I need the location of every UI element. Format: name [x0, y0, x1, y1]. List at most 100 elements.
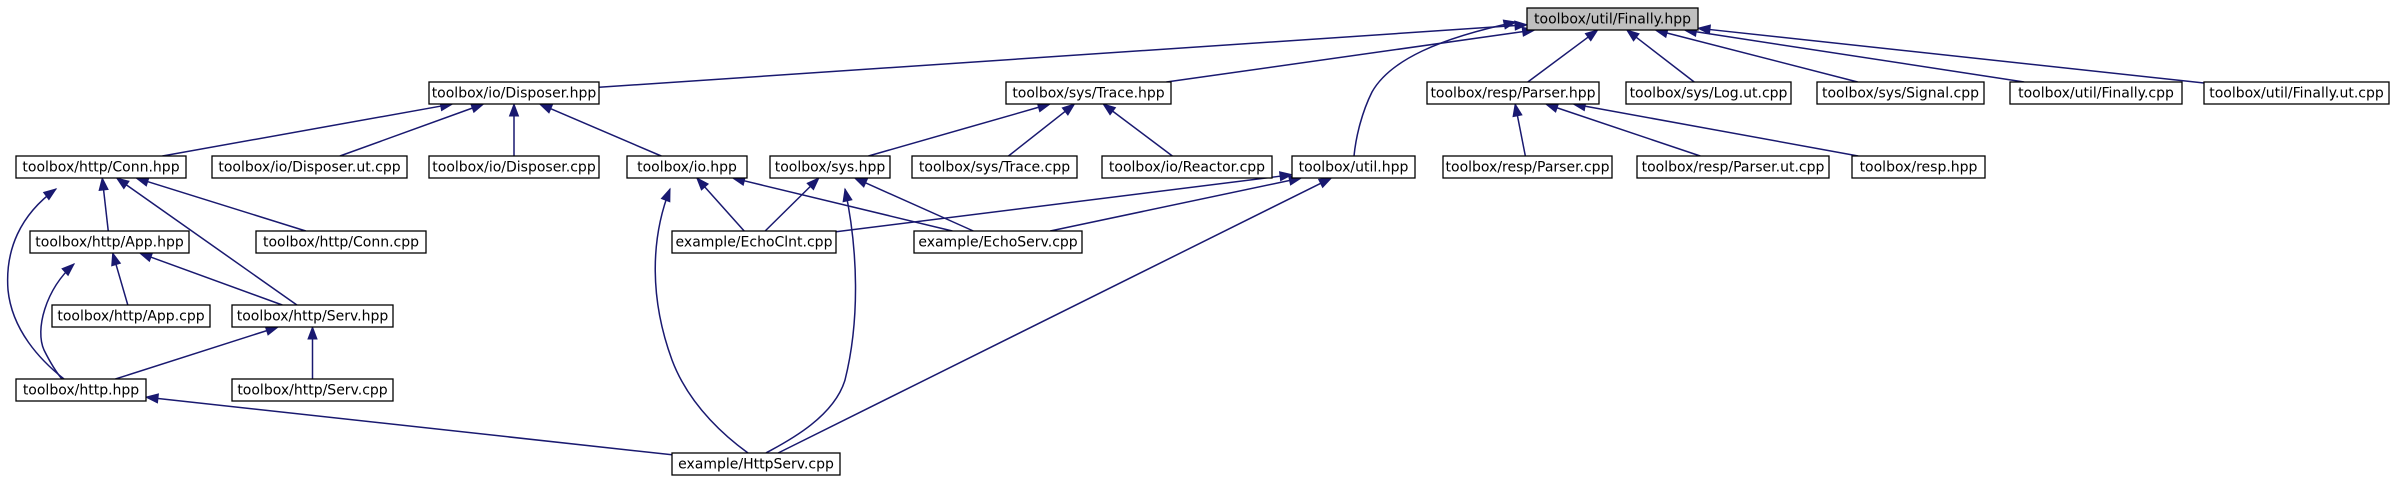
- node-box: [671, 230, 837, 254]
- edge-app-hpp-to-serv-hpp: [149, 256, 283, 306]
- edge-finally-hpp-to-util-hpp-arrowhead: [1502, 19, 1518, 30]
- node-box: [428, 81, 600, 105]
- node-finally-hpp[interactable]: toolbox/util/Finally.hpp: [1526, 7, 1699, 31]
- edge-finally-hpp-to-finally-cpp: [1695, 30, 2025, 83]
- node-serv-cpp[interactable]: toolbox/http/Serv.cpp: [231, 378, 394, 402]
- node-serv-hpp[interactable]: toolbox/http/Serv.hpp: [231, 304, 394, 328]
- edge-parser-hpp-to-resp-hpp: [1583, 105, 1859, 157]
- node-util-hpp[interactable]: toolbox/util.hpp: [1291, 155, 1416, 179]
- node-box: [1005, 81, 1172, 105]
- node-label: example/HttpServ.cpp: [678, 457, 834, 473]
- edge-conn-hpp-to-serv-hpp-arrowhead: [115, 177, 130, 190]
- edge-http-hpp-to-httpserv-arrowhead: [144, 393, 159, 404]
- node-box: [15, 155, 187, 179]
- node-label: toolbox/util.hpp: [1299, 160, 1409, 176]
- node-parser-hpp[interactable]: toolbox/resp/Parser.hpp: [1426, 81, 1600, 105]
- node-reactor-cpp[interactable]: toolbox/io/Reactor.cpp: [1101, 155, 1273, 179]
- node-sys-hpp[interactable]: toolbox/sys.hpp: [769, 155, 891, 179]
- edge-parser-hpp-to-parser-cpp-arrowhead: [1512, 102, 1523, 118]
- edge-conn-hpp-to-http-hpp-arrowhead: [42, 188, 58, 201]
- edge-util-hpp-to-echoclnt: [835, 175, 1282, 233]
- edge-conn-hpp-to-http-hpp: [6, 188, 65, 380]
- node-echoclnt[interactable]: example/EchoClnt.cpp: [671, 230, 837, 254]
- node-app-cpp[interactable]: toolbox/http/App.cpp: [51, 304, 211, 328]
- edge-serv-hpp-to-http-hpp: [115, 329, 268, 380]
- node-signal-cpp[interactable]: toolbox/sys/Signal.cpp: [1816, 81, 1985, 105]
- node-conn-hpp[interactable]: toolbox/http/Conn.hpp: [15, 155, 187, 179]
- edge-finally-hpp-to-log-ut: [1635, 36, 1695, 83]
- node-box: [51, 304, 211, 328]
- node-label: toolbox/resp/Parser.cpp: [1446, 160, 1610, 176]
- node-box: [211, 155, 408, 179]
- edge-finally-hpp-to-finally-ut: [1708, 28, 2205, 84]
- node-parser-cpp[interactable]: toolbox/resp/Parser.cpp: [1442, 155, 1613, 179]
- node-label: example/EchoClnt.cpp: [676, 235, 833, 251]
- node-log-ut[interactable]: toolbox/sys/Log.ut.cpp: [1625, 81, 1792, 105]
- node-label: toolbox/resp/Parser.ut.cpp: [1642, 160, 1825, 176]
- edge-app-hpp-to-app-cpp-arrowhead: [111, 251, 122, 267]
- edge-io-hpp-to-echoclnt-arrowhead: [695, 176, 710, 191]
- node-box: [2009, 81, 2183, 105]
- edge-finally-hpp-to-util-hpp: [1353, 21, 1517, 157]
- node-box: [769, 155, 891, 179]
- edge-sys-hpp-to-echoserv-arrowhead: [853, 177, 869, 188]
- edge-io-hpp-to-httpserv-arrowhead: [660, 187, 671, 203]
- node-box: [231, 378, 394, 402]
- node-app-hpp[interactable]: toolbox/http/App.hpp: [29, 230, 190, 254]
- node-label: toolbox/http/Conn.hpp: [22, 160, 179, 176]
- edge-conn-hpp-to-app-hpp-arrowhead: [98, 176, 109, 192]
- edge-app-hpp-to-http-hpp: [40, 263, 75, 380]
- node-box: [1625, 81, 1792, 105]
- node-label: toolbox/util/Finally.cpp: [2018, 86, 2174, 102]
- node-label: example/EchoServ.cpp: [918, 235, 1077, 251]
- node-disposer-ut[interactable]: toolbox/io/Disposer.ut.cpp: [211, 155, 408, 179]
- node-box: [1636, 155, 1830, 179]
- node-finally-cpp[interactable]: toolbox/util/Finally.cpp: [2009, 81, 2183, 105]
- node-disposer-hpp[interactable]: toolbox/io/Disposer.hpp: [428, 81, 600, 105]
- edge-serv-hpp-to-serv-cpp-arrowhead: [307, 325, 318, 340]
- node-trace-hpp[interactable]: toolbox/sys/Trace.hpp: [1005, 81, 1172, 105]
- edge-sys-hpp-to-httpserv-arrowhead: [842, 187, 853, 203]
- node-disposer-cpp[interactable]: toolbox/io/Disposer.cpp: [428, 155, 600, 179]
- node-label: toolbox/io/Disposer.cpp: [432, 160, 596, 176]
- edge-finally-hpp-to-parser-hpp: [1527, 35, 1590, 83]
- node-label: toolbox/util/Finally.hpp: [1534, 12, 1691, 28]
- node-resp-hpp[interactable]: toolbox/resp.hpp: [1851, 155, 1986, 179]
- node-label: toolbox/resp/Parser.hpp: [1430, 86, 1595, 102]
- node-io-hpp[interactable]: toolbox/io.hpp: [626, 155, 748, 179]
- edge-http-hpp-to-httpserv: [156, 397, 673, 456]
- edge-finally-hpp-to-parser-hpp-arrowhead: [1584, 29, 1599, 42]
- node-label: toolbox/io/Disposer.hpp: [432, 86, 597, 102]
- node-box: [671, 452, 841, 476]
- edge-finally-hpp-to-log-ut-arrowhead: [1625, 29, 1640, 42]
- node-box: [29, 230, 190, 254]
- node-trace-cpp[interactable]: toolbox/sys/Trace.cpp: [911, 155, 1078, 179]
- node-box: [1442, 155, 1613, 179]
- edge-disposer-hpp-to-conn-hpp: [162, 105, 442, 157]
- node-http-hpp[interactable]: toolbox/http.hpp: [15, 378, 147, 402]
- node-box: [1101, 155, 1273, 179]
- node-echoserv[interactable]: example/EchoServ.cpp: [913, 230, 1083, 254]
- node-label: toolbox/resp.hpp: [1860, 160, 1978, 176]
- edge-util-hpp-to-httpserv-arrowhead: [1317, 177, 1333, 189]
- node-httpserv[interactable]: example/HttpServ.cpp: [671, 452, 841, 476]
- node-label: toolbox/sys/Log.ut.cpp: [1630, 86, 1788, 102]
- node-label: toolbox/http/App.hpp: [35, 235, 184, 251]
- edge-finally-hpp-to-trace-hpp: [1166, 30, 1524, 83]
- edge-conn-hpp-to-app-hpp: [102, 188, 109, 232]
- edge-finally-hpp-to-finally-ut-arrowhead: [1696, 24, 1711, 35]
- node-finally-ut[interactable]: toolbox/util/Finally.ut.cpp: [2203, 81, 2390, 105]
- node-parser-ut[interactable]: toolbox/resp/Parser.ut.cpp: [1636, 155, 1830, 179]
- edge-trace-hpp-to-reactor-cpp-arrowhead: [1102, 103, 1117, 116]
- node-label: toolbox/http/Serv.hpp: [237, 309, 389, 325]
- node-label: toolbox/sys/Trace.cpp: [919, 160, 1070, 176]
- edge-layer: [6, 19, 2205, 456]
- edge-conn-hpp-to-conn-cpp: [146, 180, 307, 232]
- node-box: [428, 155, 600, 179]
- node-label: toolbox/http.hpp: [23, 383, 139, 399]
- node-conn-cpp[interactable]: toolbox/http/Conn.cpp: [255, 230, 427, 254]
- edge-finally-hpp-to-disposer-hpp: [598, 24, 1517, 89]
- edge-trace-hpp-to-sys-hpp: [868, 106, 1040, 157]
- edge-sys-hpp-to-httpserv: [765, 188, 857, 454]
